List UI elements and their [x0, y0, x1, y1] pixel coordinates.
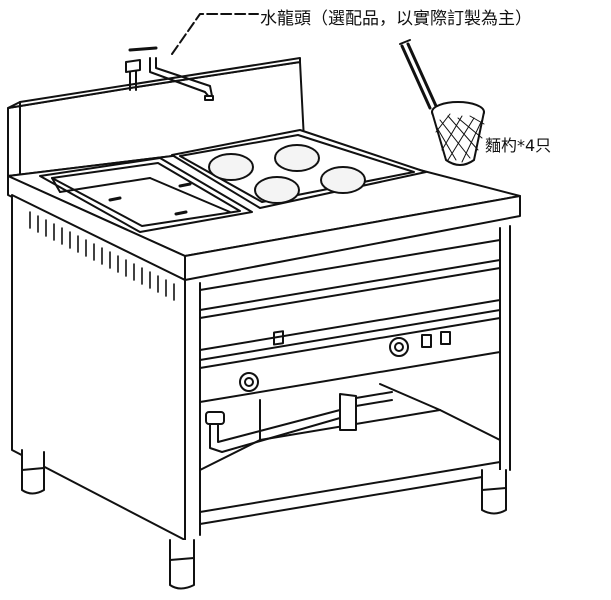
controls [239, 330, 451, 392]
leg-front-left [169, 539, 195, 590]
basket-mesh [435, 113, 485, 163]
switch-right-2 [440, 331, 451, 345]
vent-slots [29, 211, 175, 301]
switch-left [273, 330, 284, 346]
left-basin [39, 157, 253, 233]
hole-3 [254, 176, 300, 204]
faucet-leader-line [171, 13, 259, 55]
control-knob-right [389, 337, 409, 357]
noodle-basket-label: 麵杓*4只 [485, 136, 552, 155]
faucet-label: 水龍頭（選配品，以實際訂製為主） [260, 9, 532, 29]
drain-pipes [205, 391, 393, 453]
hole-2 [274, 144, 320, 172]
leg-back-left [21, 449, 45, 495]
hole-1 [208, 153, 254, 181]
switch-right-1 [421, 334, 432, 348]
control-knob-left [239, 372, 259, 392]
cooking-tank [171, 129, 427, 209]
noodle-basket-icon [399, 39, 485, 166]
front-frame [184, 225, 511, 541]
leg-front-right [481, 469, 507, 515]
hole-4 [320, 166, 366, 194]
legs [21, 449, 507, 590]
faucet [125, 46, 214, 101]
